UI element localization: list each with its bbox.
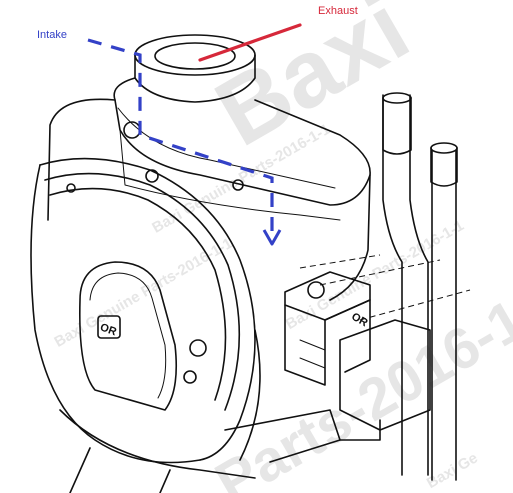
housing-base-foot [339, 419, 381, 441]
intake-arrowhead [262, 229, 282, 246]
housing-back [47, 98, 116, 221]
intake-label: Intake [37, 29, 67, 41]
lower-bracket [69, 447, 91, 493]
exhaust-pointer [198, 23, 302, 62]
side-screw [145, 169, 159, 183]
fan-housing: OR [30, 34, 381, 493]
front-cover-left [30, 164, 201, 464]
housing-right-side [329, 174, 371, 301]
pipes [382, 92, 458, 481]
sensor-port [307, 281, 325, 299]
top-plate [113, 77, 371, 206]
motor-cap [78, 261, 178, 411]
front-cover-ring [44, 172, 241, 411]
pipe-left-collar [382, 97, 412, 155]
top-plate-edge [117, 107, 336, 189]
sensor-side [324, 299, 371, 373]
sensor-bracket [339, 319, 431, 431]
top-screw [123, 121, 141, 139]
housing-front-edge [239, 329, 261, 461]
outlet-wall [134, 54, 256, 103]
pipe-left-top [382, 92, 412, 104]
motor-label-box [97, 315, 121, 339]
outlet-inner [154, 42, 236, 70]
watermark-text: Baxi Genuine Parts-2016-1-1 [52, 235, 236, 351]
front-cover-inner [49, 187, 227, 401]
pipe-right-top [430, 142, 458, 154]
motor-connector [183, 370, 197, 384]
exhaust-label: Exhaust [318, 5, 358, 17]
sensor-front [284, 304, 326, 386]
housing-base [224, 409, 341, 463]
lower-skirt [59, 409, 256, 479]
pipe-left-outer [382, 94, 403, 476]
motor-cap-inner [89, 272, 167, 399]
pipe-left-inner [409, 94, 429, 476]
sensor-stamp: OR [349, 311, 369, 330]
intake-path [87, 38, 274, 232]
alignment-lines [299, 254, 471, 321]
pipe-right-collar [430, 147, 458, 187]
front-cover-outer [39, 157, 256, 461]
sensor-ribs [299, 339, 326, 369]
lower-bracket [159, 469, 171, 493]
annotations: Intake Exhaust [37, 5, 358, 246]
motor-stamp: OR [98, 321, 118, 338]
motor-connector [189, 339, 207, 357]
housing-rib [119, 129, 341, 221]
side-screw [232, 179, 244, 191]
cover-screw [66, 183, 76, 193]
